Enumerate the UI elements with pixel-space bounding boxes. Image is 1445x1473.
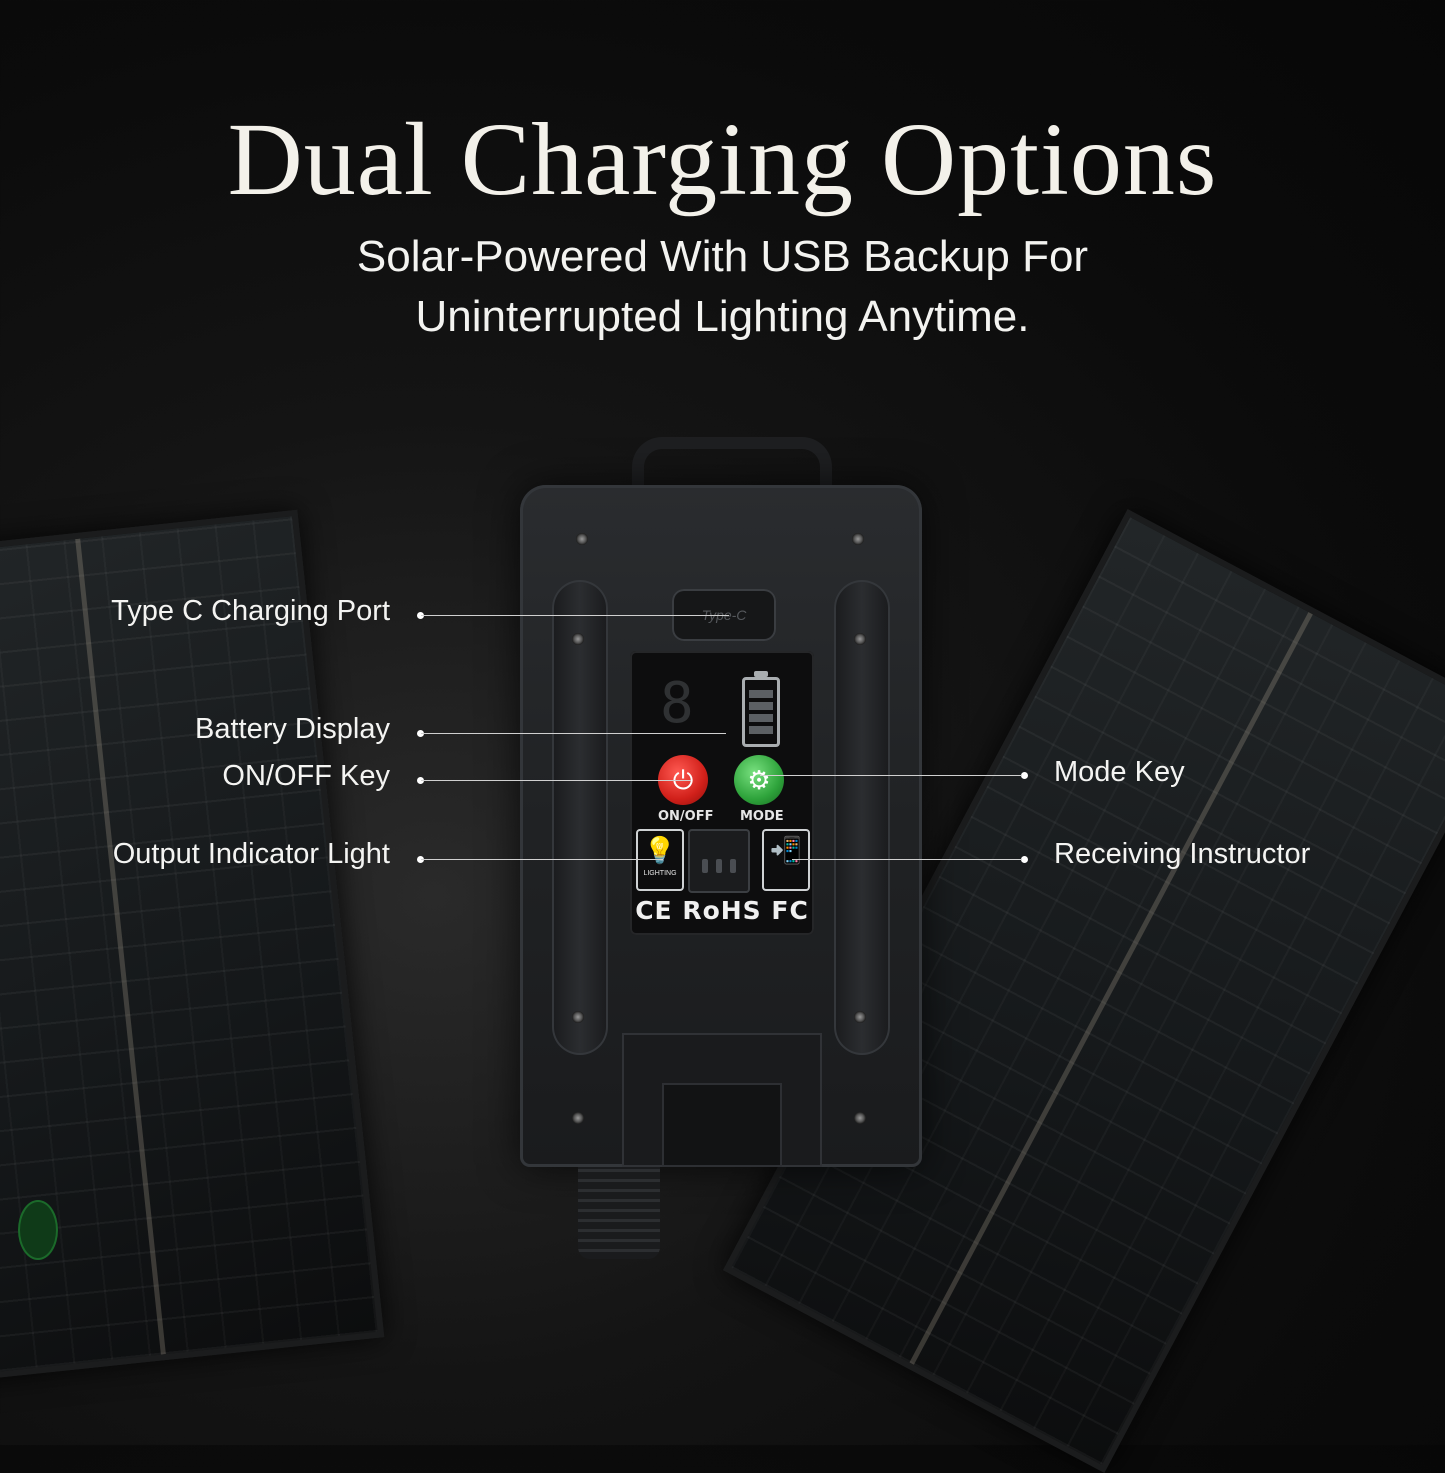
output-connector [578, 1167, 660, 1259]
screw-icon [576, 533, 588, 545]
segment-display: 8 [660, 671, 694, 736]
subtitle-line-2: Uninterrupted Lighting Anytime. [415, 292, 1030, 341]
callout-battery: Battery Display [194, 713, 390, 745]
screw-icon [572, 1112, 584, 1124]
callout-line [421, 615, 729, 616]
callout-mode: Mode Key [1054, 756, 1185, 788]
callout-type-c: Type C Charging Port [111, 595, 390, 627]
control-panel: 8 ⏻ ⚙ ON/OFF MODE 💡 LIGHTING 📲 CE RoHS F… [630, 651, 814, 935]
bulb-icon: 💡 [643, 835, 677, 865]
page-title: Dual Charging Options [227, 102, 1218, 217]
callout-line [421, 780, 691, 781]
remote-icon: 📲 [769, 835, 803, 865]
callout-line [421, 733, 726, 734]
mode-icon: ⚙ [747, 765, 771, 795]
solar-panel-left [0, 509, 385, 1383]
screw-icon [852, 533, 864, 545]
certification-marks: CE RoHS FC [635, 896, 809, 925]
on-off-label: ON/OFF [658, 809, 714, 824]
device-base-block [622, 1033, 822, 1167]
screw-icon [572, 633, 584, 645]
screw-icon [854, 1112, 866, 1124]
callout-dot [417, 856, 424, 863]
mode-button[interactable]: ⚙ [734, 755, 784, 805]
callout-dot [1021, 772, 1028, 779]
device-rail-left [552, 580, 608, 1055]
controller-device: Type-C 8 ⏻ ⚙ ON/OFF MODE 💡 LIGHTING 📲 CE… [520, 485, 922, 1167]
screw-icon [854, 1011, 866, 1023]
callout-line [760, 775, 1022, 776]
screw-icon [854, 633, 866, 645]
callout-receiving: Receiving Instructor [1054, 838, 1311, 870]
battery-icon [742, 671, 780, 747]
callout-line [421, 859, 663, 860]
callout-output: Output Indicator Light [112, 838, 390, 870]
callout-on-off: ON/OFF Key [222, 760, 390, 792]
ir-sensor-window [688, 829, 750, 893]
output-indicator-light: 💡 LIGHTING [636, 829, 684, 891]
callout-dot [417, 612, 424, 619]
callout-dot [417, 730, 424, 737]
subtitle-line-1: Solar-Powered With USB Backup For [356, 232, 1089, 281]
callout-line [792, 859, 1022, 860]
receiving-indicator: 📲 [762, 829, 810, 891]
callout-dot [417, 777, 424, 784]
mode-label: MODE [740, 809, 784, 824]
device-rail-right [834, 580, 890, 1055]
device-base-slot [662, 1083, 782, 1167]
panel-sticker [18, 1200, 58, 1260]
screw-icon [572, 1011, 584, 1023]
lighting-label: LIGHTING [643, 870, 677, 877]
callout-dot [1021, 856, 1028, 863]
